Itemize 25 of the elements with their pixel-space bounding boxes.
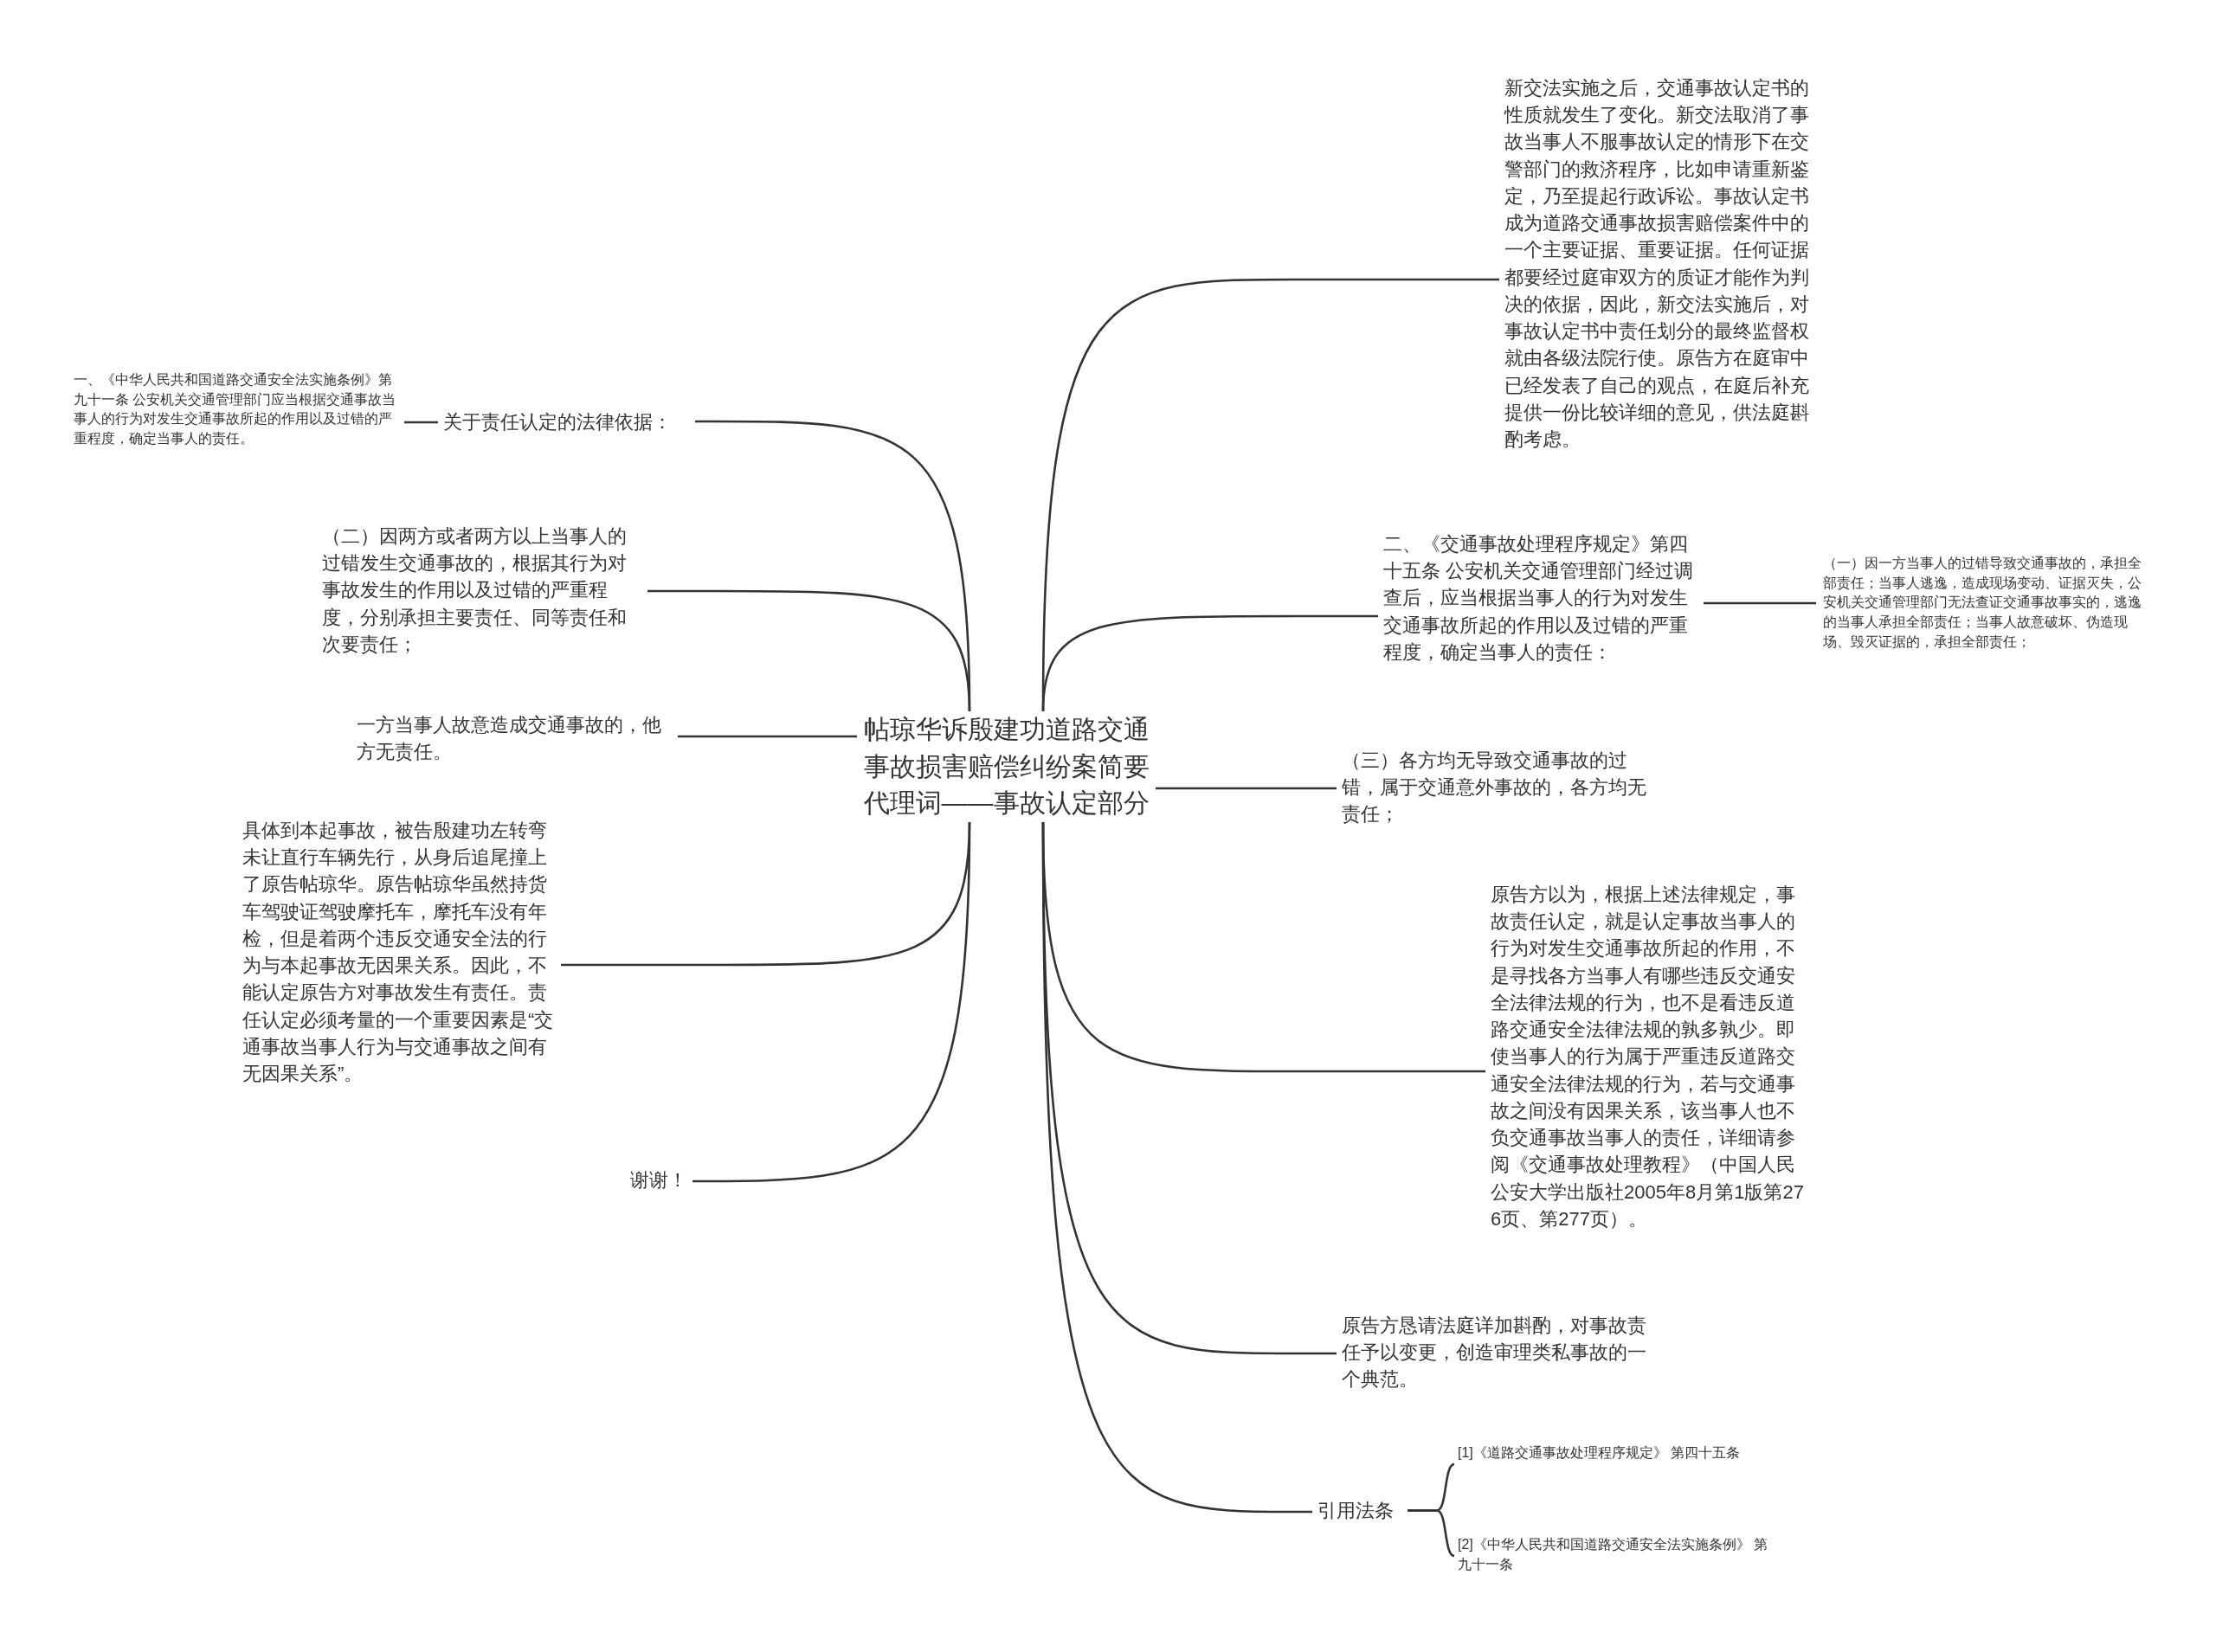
branch-text: 关于责任认定的法律依据： [443, 408, 690, 436]
connector-line [678, 735, 857, 738]
connector-line [1704, 601, 1816, 605]
branch-text: 谢谢！ [630, 1167, 689, 1194]
central-topic: 帖琼华诉殷建功道路交通事故损害赔偿纠纷案简要代理词——事故认定部分 [857, 711, 1156, 822]
subtopic-text: [1]《道路交通事故处理程序规定》 第四十五条 [1458, 1443, 1778, 1463]
branch-text: （三）各方均无导致交通事故的过错，属于交通意外事故的，各方均无责任； [1342, 747, 1662, 828]
connector-line [647, 589, 971, 712]
branch-text: 新交法实施之后，交通事故认定书的性质就发生了变化。新交法取消了事故当事人不服事故认定的情形下在交警部门的救济程序，比如申请重新鉴定，乃至提起行政诉讼。事故认定书成为道路交通事故损害赔偿案件中的一个主要证据、重要证据。任何证据都要经过庭审双方的质证才能作为判决的依据，因此，新交法实施后，对事故认定书中责任划分的最终监督权就由各级法院行使。原告方在庭审中已经发表了自己的观点，在庭后补充提供一份比较详细的意见，供法庭斟酌考虑。 [1504, 74, 1816, 453]
subtopic-text: 一、《中华人民共和国道路交通安全法实施条例》第九十一条 公安机关交通管理部门应当根据交通事故当事人的行为对发生交通事故所起的作用以及过错的严重程度，确定当事人的责任。 [74, 370, 399, 449]
subtopic-text: [2]《中华人民共和国道路交通安全法实施条例》 第九十一条 [1458, 1535, 1778, 1575]
branch-text: 原告方恳请法庭详加斟酌，对事故责任予以变更，创造审理类私事故的一个典范。 [1342, 1312, 1655, 1393]
connector-line [691, 821, 971, 1183]
branch-text: 原告方以为，根据上述法律规定，事故责任认定，就是认定事故当事人的行为对发生交通事故所起的作用，不是寻找各方当事人有哪些违反交通安全法律法规的行为，也不是看违反道路交通安全法律法规的孰多孰少。即使当事人的行为属于严重违反道路交通安全法律法规的行为，若与交通事故之间没有因果关系，该当事人也不负交通事故当事人的责任，详细请参阅《交通事故处理教程》（中国人民公安大学出版社2005年8月第1版第276页、第277页）。 [1491, 881, 1804, 1233]
subtopic-text: （一）因一方当事人的过错导致交通事故的，承担全部责任；当事人逃逸，造成现场变动、证据灭失，公安机关交通管理部门无法查证交通事故事实的，逃逸的当事人承担全部责任；当事人故意破坏、伪造现场、毁灭证据的，承担全部责任； [1823, 554, 2145, 652]
connector-line [1041, 614, 1378, 712]
connector-line [1156, 787, 1337, 790]
branch-text: （二）因两方或者两方以上当事人的过错发生交通事故的，根据其行为对事故发生的作用以及过错的严重程度，分别承担主要责任、同等责任和次要责任； [322, 523, 642, 659]
connector-line [404, 421, 438, 424]
connector-line [1041, 822, 1312, 1514]
branch-text: 二、《交通事故处理程序规定》第四十五条 公安机关交通管理部门经过调查后，应当根据当事人的行为对发生交通事故所起的作用以及过错的严重程度，确定当事人的责任： [1383, 530, 1697, 666]
branch-text: 具体到本起事故，被告殷建功左转弯未让直行车辆先行，从身后追尾撞上了原告帖琼华。原告帖琼华虽然持货车驾驶证驾驶摩托车，摩托车没有年检，但是着两个违反交通安全法的行为与本起事故无因果关系。因此，不能认定原告方对事故发生有责任。责任认定必须考量的一个重要因素是“交通事故当事人行为与交通事故之间有无因果关系”。 [242, 817, 556, 1088]
branch-text: 引用法条 [1317, 1497, 1402, 1525]
connector-line [1408, 1509, 1455, 1558]
branch-text: 一方当事人故意造成交通事故的，他方无责任。 [357, 711, 673, 766]
